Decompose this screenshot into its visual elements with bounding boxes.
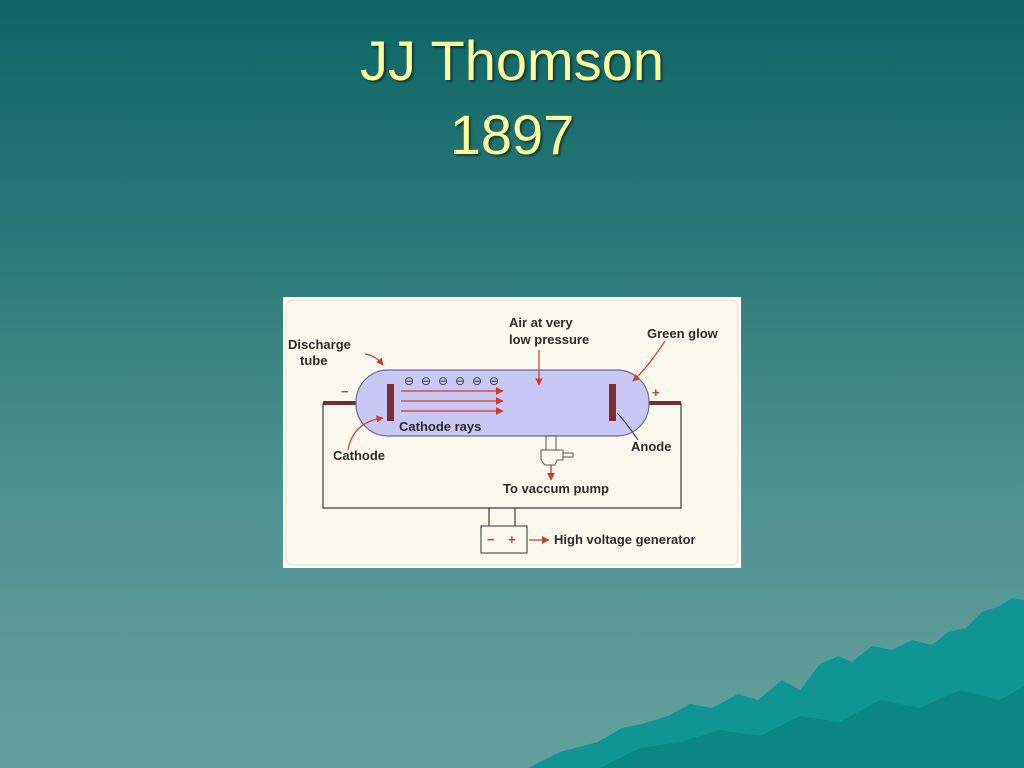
cathode-ray-tube-diagram: ⊖ ⊖ ⊖ ⊖ ⊖ ⊖ − + − + Discharge tube [283,297,741,568]
anode-pointer [616,412,639,441]
high-voltage-generator [480,525,528,554]
discharge-tube-pointer [364,353,384,366]
green-glow-pointer [632,340,666,382]
title-line-year: 1897 [449,103,575,166]
electron: ⊖ [455,374,465,388]
slide-title: JJ Thomson 1897 [0,24,1024,172]
pump-valve-handle [562,452,574,458]
cathode-pointer [347,415,384,451]
electron: ⊖ [421,374,431,388]
diagram-svg: ⊖ ⊖ ⊖ ⊖ ⊖ ⊖ − + − + Discharge tube [285,299,739,566]
cathode-label: Cathode [333,448,385,463]
anode-plate [609,384,616,421]
cathode-plate [387,384,394,421]
discharge-tube-label-2: tube [300,353,327,368]
anode-label: Anode [631,439,671,454]
electron: ⊖ [404,374,414,388]
generator-minus: − [487,532,495,547]
cathode-polarity: − [341,384,349,399]
electron-row: ⊖ ⊖ ⊖ ⊖ ⊖ ⊖ [404,374,499,388]
cathode-lead [323,401,387,405]
anode-polarity: + [652,385,660,400]
vacuum-pump-label: To vaccum pump [503,481,609,496]
electron: ⊖ [472,374,482,388]
air-label-2: low pressure [509,332,589,347]
electron: ⊖ [489,374,499,388]
electron: ⊖ [438,374,448,388]
generator-label: High voltage generator [554,532,696,547]
generator-plus: + [508,532,516,547]
pump-valve [540,449,564,466]
mountain-shading [600,686,1024,768]
air-label: Air at very [509,315,573,330]
green-glow-label: Green glow [647,326,719,341]
title-line-name: JJ Thomson [360,29,664,92]
discharge-tube-label: Discharge [288,337,351,352]
cathode-rays-label: Cathode rays [399,419,481,434]
circuit-wire [322,403,682,509]
